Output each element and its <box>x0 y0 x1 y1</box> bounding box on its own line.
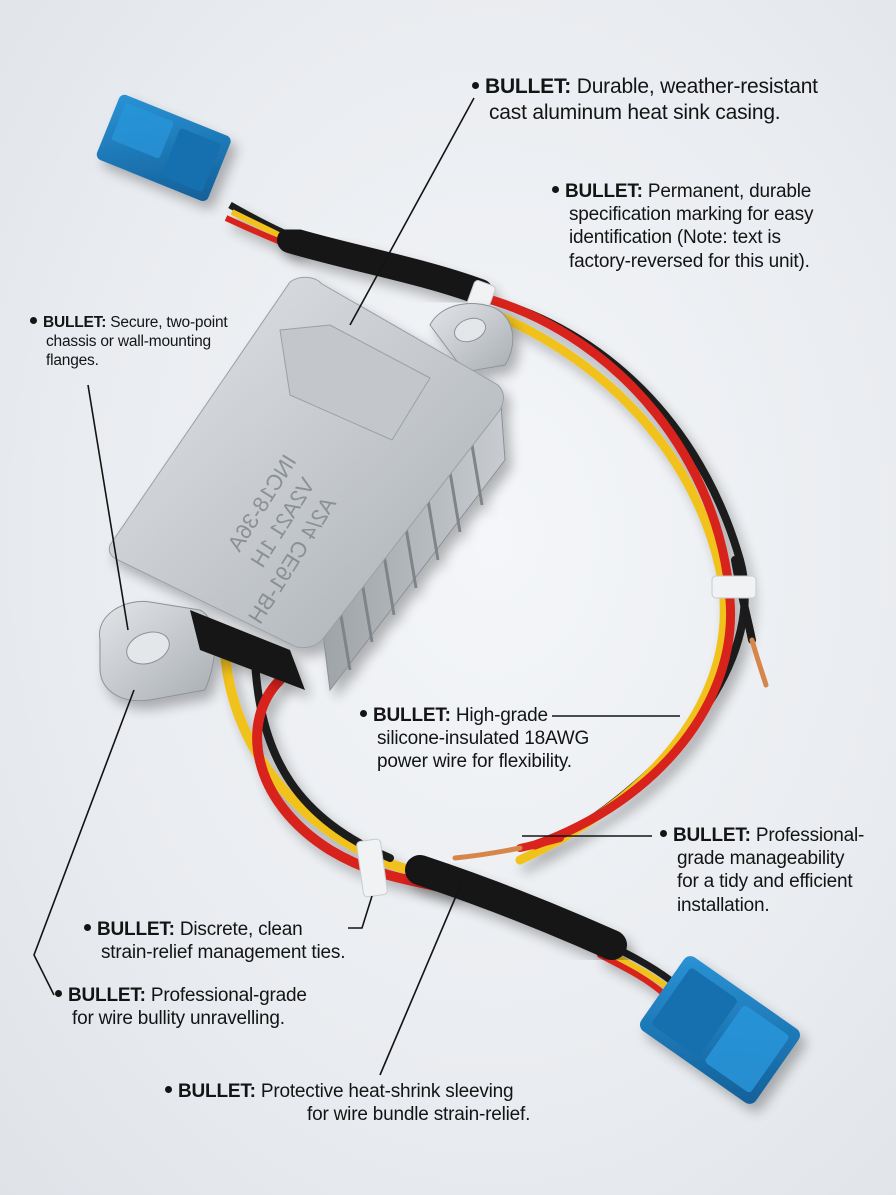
callout-text: High-grade <box>455 705 548 726</box>
callout-text: identification (Note: text is <box>569 227 781 249</box>
callout-text: Protective heat-shrink sleeving <box>260 1081 514 1102</box>
wire-end-red <box>452 834 564 861</box>
callout-text: cast aluminum heat sink casing. <box>489 100 781 124</box>
callout-manageability: BULLET: Professional- grade manageabilit… <box>660 824 864 917</box>
leader-flanges <box>87 384 129 631</box>
callout-text: Professional- <box>755 825 865 846</box>
callout-text: chassis or wall-mounting <box>46 332 211 350</box>
callout-text: factory-reversed for this unit). <box>569 250 810 272</box>
callout-text: Secure, two-point <box>110 314 228 331</box>
bottom-connector <box>639 956 801 1104</box>
leader-casing <box>349 97 475 326</box>
callout-lead: BULLET: <box>178 1081 256 1102</box>
callout-lead: BULLET: <box>373 705 451 726</box>
callout-marking: BULLET: Permanent, durable specification… <box>552 180 813 273</box>
callout-text: for wire bullity unravelling. <box>72 1008 285 1030</box>
bullet-dot <box>84 924 91 932</box>
label-recess <box>279 324 431 441</box>
top-connector <box>96 94 302 253</box>
heat-shrink-bottom <box>405 855 627 960</box>
wire-end-black <box>731 556 769 688</box>
callout-text: specification marking for easy <box>569 204 814 226</box>
callout-wire: BULLET: High-grade silicone-insulated 18… <box>360 704 589 774</box>
callout-lead: BULLET: <box>673 825 751 846</box>
callout-text: Discrete, clean <box>179 919 303 940</box>
bullet-dot <box>360 710 367 718</box>
leader-ties <box>348 895 373 929</box>
callout-text: Permanent, durable <box>647 181 812 202</box>
callout-flanges: BULLET: Secure, two-point chassis or wal… <box>30 314 228 371</box>
callout-text: silicone-insulated 18AWG <box>377 728 590 750</box>
callout-text: for wire bundle strain-relief. <box>307 1104 531 1126</box>
heat-shrink-top <box>277 227 493 305</box>
callout-unravelling: BULLET: Professional-grade for wire bull… <box>55 984 307 1030</box>
callout-lead: BULLET: <box>43 314 107 331</box>
callout-ties: BULLET: Discrete, clean strain-relief ma… <box>84 918 345 964</box>
callout-lead: BULLET: <box>565 181 643 202</box>
callout-text: power wire for flexibility. <box>377 751 572 773</box>
callout-lead: BULLET: <box>68 985 146 1006</box>
cable-tie-right <box>711 575 757 599</box>
bullet-dot <box>552 186 559 194</box>
callout-text: Durable, weather-resistant <box>576 75 818 98</box>
bullet-dot <box>55 990 62 998</box>
callout-text: grade manageability <box>677 848 845 870</box>
bullet-dot <box>472 81 479 89</box>
wire-loop-right <box>480 295 749 865</box>
callout-lead: BULLET: <box>485 75 572 98</box>
callout-casing: BULLET: Durable, weather-resistant cast … <box>472 74 818 125</box>
cable-tie-bottom <box>356 838 388 898</box>
leader-unravelling <box>33 689 135 996</box>
callout-lead: BULLET: <box>97 919 175 940</box>
callout-text: flanges. <box>46 351 99 369</box>
callout-text: for a tidy and efficient <box>677 871 853 893</box>
callout-sleeving: BULLET: Protective heat-shrink sleeving … <box>165 1080 530 1126</box>
bullet-dot <box>660 830 667 838</box>
callout-text: installation. <box>677 894 770 916</box>
leader-lines <box>33 97 680 1076</box>
bullet-dot <box>30 317 37 325</box>
leader-sleeving <box>379 881 463 1076</box>
aluminum-module <box>99 276 514 702</box>
callout-text: strain-relief management ties. <box>101 942 346 964</box>
bullet-dot <box>165 1086 172 1094</box>
callout-text: Professional-grade <box>150 985 307 1006</box>
